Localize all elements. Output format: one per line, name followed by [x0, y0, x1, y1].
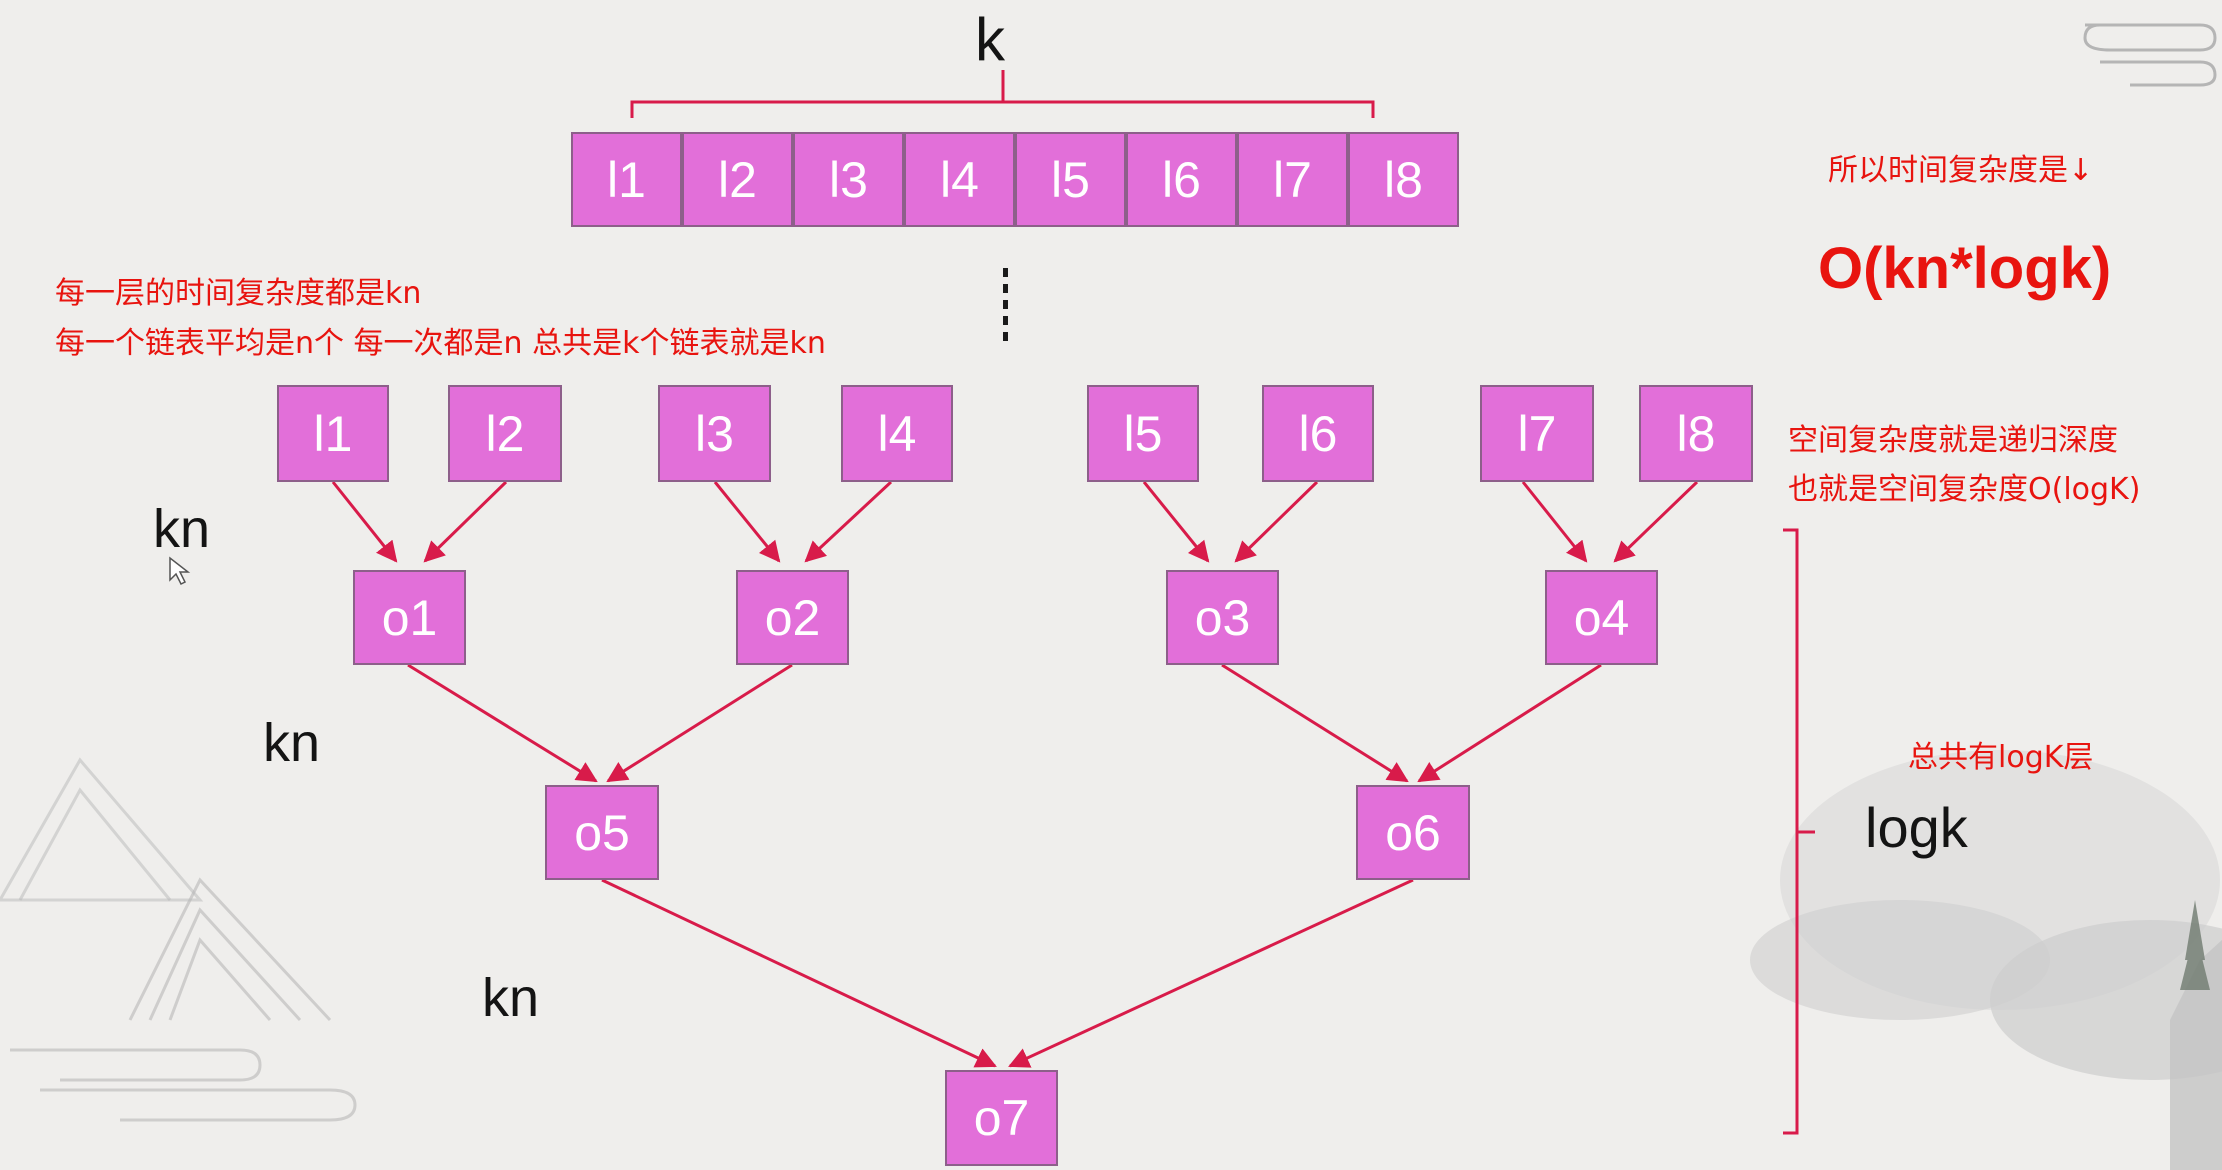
merged-o3: o3	[1166, 570, 1279, 665]
merged-o6: o6	[1356, 785, 1470, 880]
leaf-list-l4: l4	[841, 385, 953, 482]
arrow-l8-o4	[1613, 480, 1699, 563]
depth-label: logk	[1865, 796, 1968, 859]
note-per-level-2: 每一个链表平均是n个 每一次都是n 总共是k个链表就是kn	[55, 326, 826, 361]
top-list-l6: l6	[1126, 132, 1237, 227]
top-list-l1: l1	[571, 132, 682, 227]
ellipsis-dots	[1003, 268, 1008, 341]
arrow-o2-o5	[606, 663, 793, 783]
level-cost-1: kn	[153, 499, 211, 559]
level-cost-3: kn	[482, 968, 540, 1028]
leaf-list-l2: l2	[448, 385, 562, 482]
arrow-l1-o1	[331, 481, 398, 563]
note-big-o: O(kn*logk)	[1818, 236, 2112, 301]
arrow-o6-o7	[1008, 878, 1414, 1068]
leaf-list-l7: l7	[1480, 385, 1594, 482]
note-space-1: 空间复杂度就是递归深度	[1788, 423, 2118, 458]
note-space-2: 也就是空间复杂度O(logK)	[1788, 472, 2141, 507]
landscape-right-decoration	[1750, 750, 2222, 1170]
top-list-l5: l5	[1015, 132, 1126, 227]
note-so-time: 所以时间复杂度是↓	[1828, 153, 2094, 188]
note-total-levels: 总共有logK层	[1908, 740, 2094, 775]
cloud-top-right-decoration	[2083, 23, 2217, 87]
merged-o2: o2	[736, 570, 849, 665]
leaf-list-l5: l5	[1087, 385, 1199, 482]
arrow-l3-o2	[713, 481, 781, 563]
merged-o5: o5	[545, 785, 659, 880]
mouse-cursor-icon	[169, 556, 191, 586]
merged-o4: o4	[1545, 570, 1658, 665]
note-per-level-1: 每一层的时间复杂度都是kn	[55, 276, 422, 311]
level-cost-2: kn	[263, 713, 321, 773]
top-list-l4: l4	[904, 132, 1015, 227]
arrow-l7-o4	[1521, 481, 1588, 563]
top-list-l2: l2	[682, 132, 793, 227]
arrow-o3-o6	[1221, 663, 1409, 783]
mountain-left-decoration	[0, 757, 357, 1122]
top-list-l8: l8	[1348, 132, 1459, 227]
arrow-l2-o1	[423, 480, 508, 563]
arrow-o5-o7	[601, 878, 997, 1068]
arrow-o1-o5	[407, 663, 598, 783]
leaf-list-l6: l6	[1262, 385, 1374, 482]
arrow-l5-o3	[1142, 481, 1210, 563]
leaf-list-l8: l8	[1639, 385, 1753, 482]
k-bracket	[630, 70, 1375, 118]
merged-o7: o7	[945, 1070, 1058, 1166]
leaf-list-l3: l3	[658, 385, 771, 482]
top-list-l3: l3	[793, 132, 904, 227]
arrow-o4-o6	[1417, 663, 1602, 783]
logk-bracket	[1783, 528, 1815, 1135]
leaf-list-l1: l1	[277, 385, 389, 482]
arrow-l4-o2	[804, 480, 893, 563]
k-label: k	[975, 6, 1005, 73]
arrow-l6-o3	[1234, 480, 1319, 563]
merged-o1: o1	[353, 570, 466, 665]
top-list-l7: l7	[1237, 132, 1348, 227]
